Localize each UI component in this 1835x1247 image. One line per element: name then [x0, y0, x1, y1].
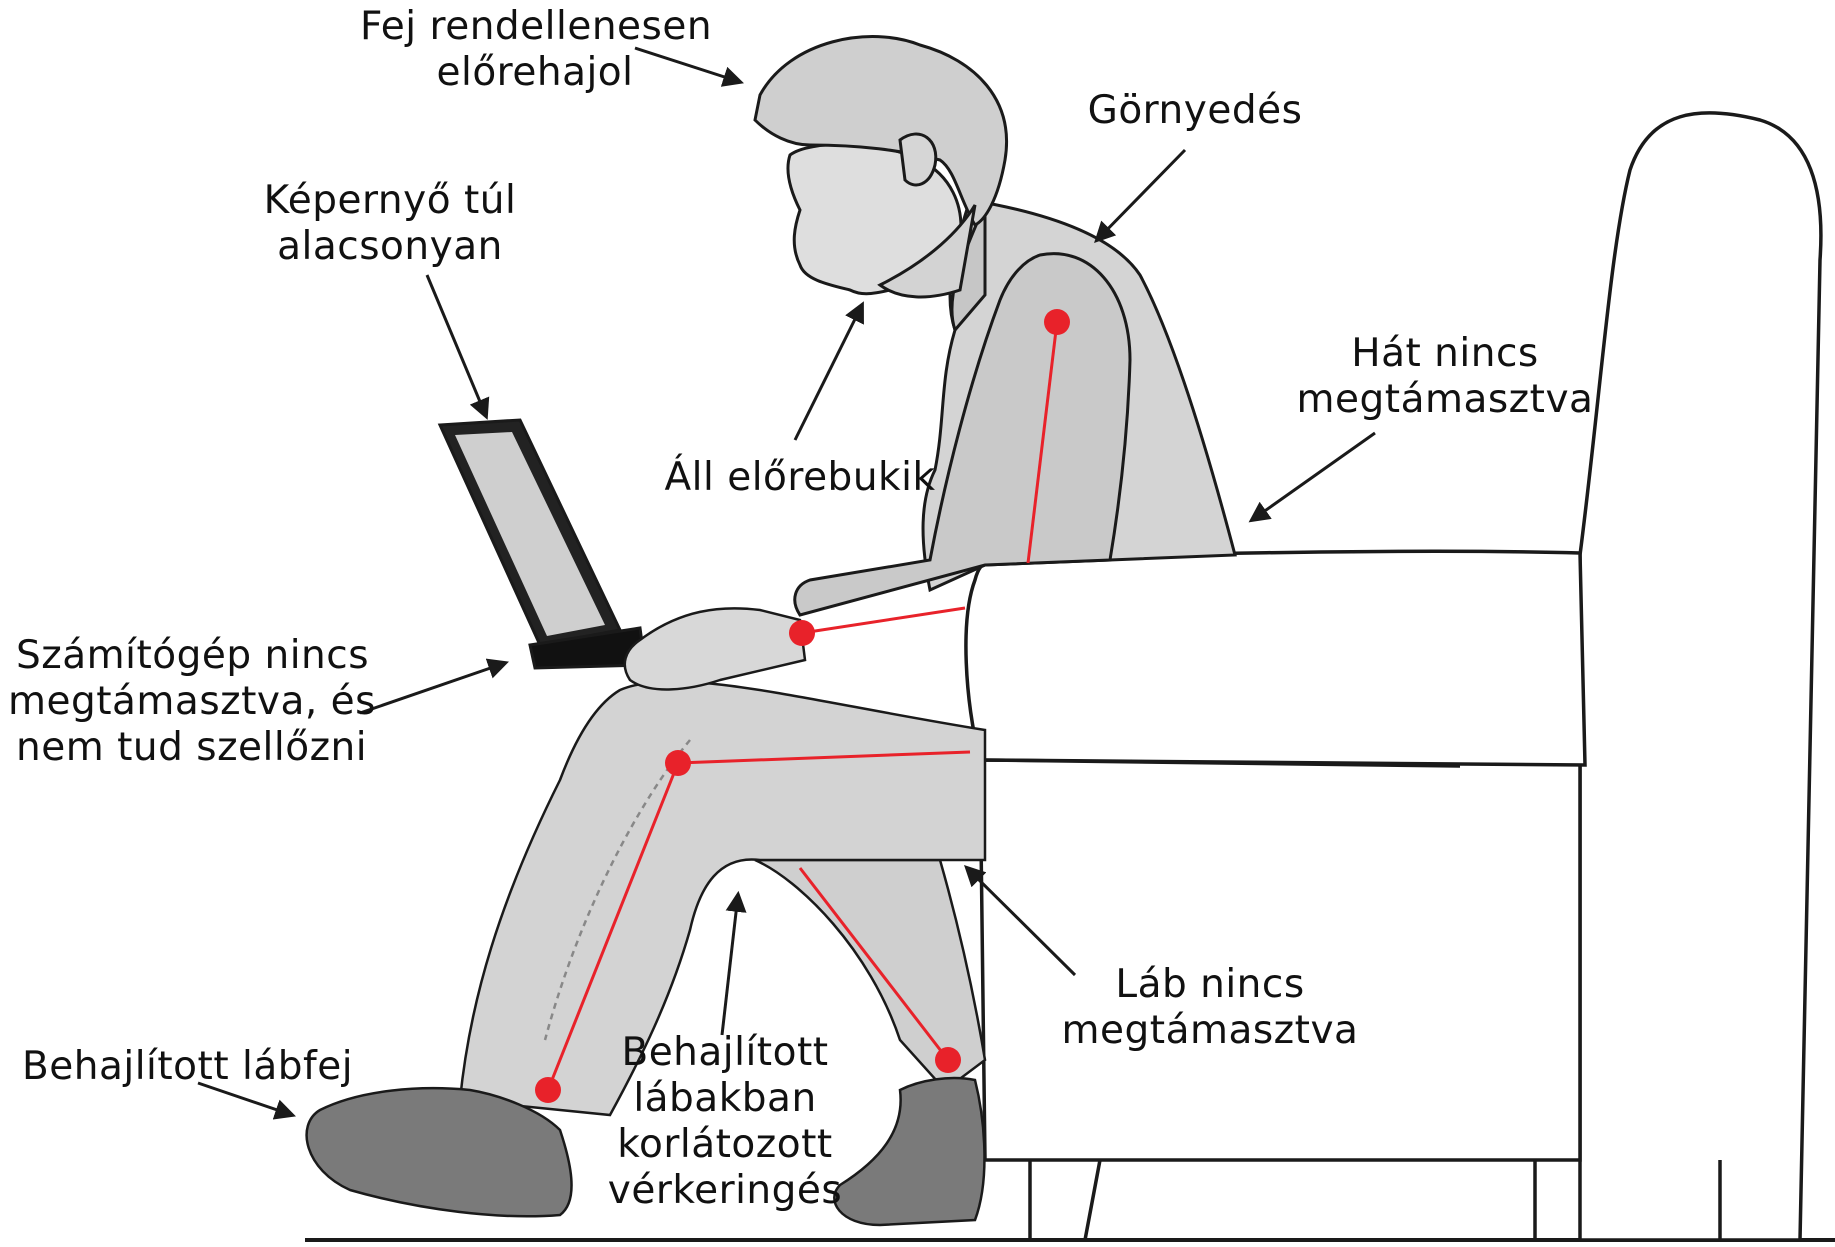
label-bent-foot: Behajlított lábfej — [22, 1044, 362, 1090]
screen-arrow-icon — [427, 275, 486, 416]
armchair-back — [1580, 113, 1821, 1240]
chin-arrow-icon — [795, 305, 862, 440]
label-feet-unsupported: Láb nincs megtámasztva — [1060, 962, 1360, 1054]
label-head: Fej rendellenesen előrehajol — [360, 4, 710, 96]
shoulder-dot-icon — [1044, 309, 1070, 335]
ear — [900, 134, 936, 185]
circulation-arrow-icon — [722, 895, 738, 1035]
label-back: Hát nincs megtámasztva — [1290, 331, 1600, 423]
label-circulation: Behajlított lábakban korlátozott vérkeri… — [595, 1030, 855, 1214]
back-arrow-icon — [1252, 433, 1375, 520]
label-chin: Áll előrebukik — [660, 455, 940, 501]
armchair-leg-front — [1030, 1160, 1535, 1240]
label-slouch: Görnyedés — [1060, 88, 1330, 134]
knee-dot-icon — [665, 750, 691, 776]
wrist-dot-icon — [789, 620, 815, 646]
laptop-arrow-icon — [360, 663, 505, 713]
hands — [625, 608, 805, 689]
armchair-arm — [966, 551, 1585, 765]
back-shoe — [834, 1078, 984, 1225]
slouch-arrow-icon — [1097, 150, 1185, 240]
laptop — [440, 420, 645, 668]
back-ankle-dot-icon — [935, 1047, 961, 1073]
armchair-base — [980, 760, 1580, 1160]
elbow-forearm-line — [802, 608, 965, 633]
front-ankle-dot-icon — [535, 1077, 561, 1103]
label-screen: Képernyő túl alacsonyan — [235, 178, 545, 270]
label-laptop: Számítógép nincs megtámasztva, és nem tu… — [8, 633, 368, 771]
